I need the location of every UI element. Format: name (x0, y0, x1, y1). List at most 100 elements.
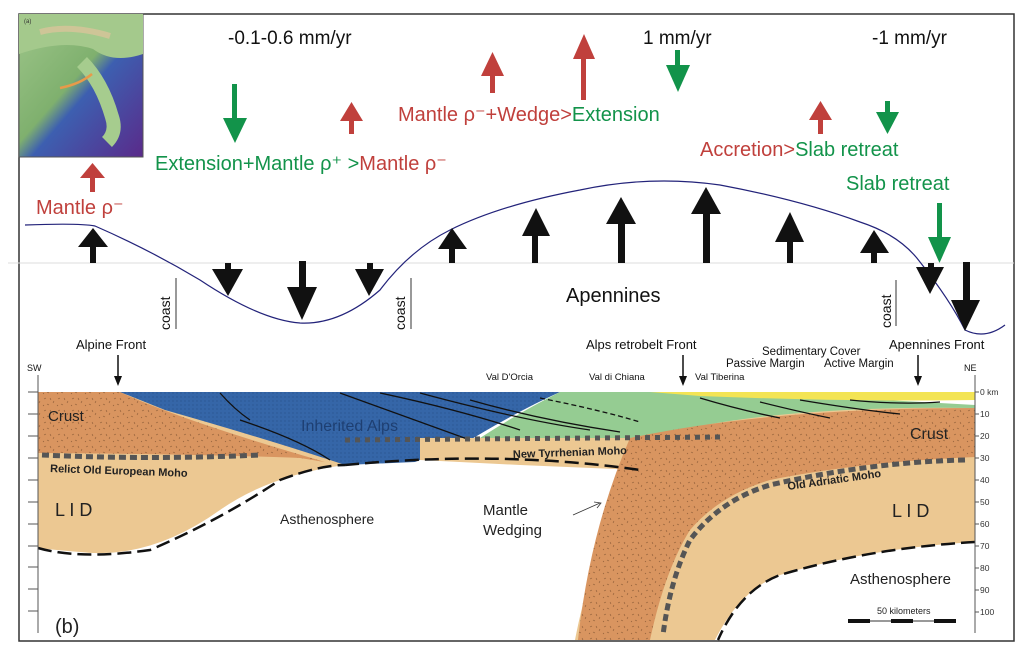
alpine-front-label: Alpine Front (76, 337, 146, 352)
depth-tick-label: 90 (980, 585, 990, 595)
valley-label: Val Tiberina (695, 372, 745, 383)
apennines-front-label: Apennines Front (889, 337, 985, 352)
black-down-arrow (287, 261, 317, 320)
sedimentary-cover-label: Sedimentary Cover (762, 346, 861, 358)
depth-tick-label: 50 (980, 497, 990, 507)
coast-marker-3: coast (878, 280, 897, 328)
crust-right (578, 408, 975, 640)
label-mantle-wedge: Mantle ρ⁻+Wedge>Extension (398, 104, 660, 126)
right-depth-axis: 0 km 10 20 30 40 50 60 70 80 90 100 (974, 375, 998, 633)
black-down-arrow (355, 263, 384, 296)
label-extension-part2: Mantle ρ⁻ (359, 153, 447, 175)
alpine-front-marker: Alpine Front (76, 337, 146, 386)
black-down-arrow (916, 263, 944, 294)
red-up-arrow-mantle-left (80, 163, 105, 192)
red-up-arrow-extension (340, 102, 363, 134)
depth-tick-label: 10 (980, 409, 990, 419)
lid-base-dashed (344, 457, 641, 472)
black-up-arrow (775, 212, 804, 263)
label-accretion: Accretion>Slab retreat (700, 139, 899, 161)
label-accretion-part2: Slab retreat (795, 139, 899, 161)
lid-base-right-dashed (716, 540, 976, 641)
black-up-arrow (606, 197, 636, 263)
green-down-arrow-wedge (666, 50, 690, 92)
passive-margin-label: Passive Margin (726, 358, 805, 370)
green-down-arrow-slab-retreat (928, 203, 951, 263)
topography-profile (24, 180, 1006, 335)
lid-left-label: L I D (55, 500, 92, 520)
profile-trace (59, 73, 93, 90)
old-adriatic-moho-line (660, 457, 966, 636)
black-up-arrow (691, 187, 721, 263)
depth-tick-label: 100 (980, 607, 994, 617)
label-extension-part1: Extension+Mantle ρ⁺ > (155, 153, 359, 175)
label-wedge-part2: Extension (572, 104, 660, 126)
inset-map: (a) (18, 13, 144, 158)
rate-left: -0.1-0.6 mm/yr (228, 28, 352, 49)
accretionary-wedge (480, 392, 975, 438)
scale-bar-label: 50 kilometers (877, 606, 931, 616)
black-up-arrow (438, 228, 467, 263)
red-up-arrow-accretion (809, 101, 832, 134)
depth-tick-label: 60 (980, 519, 990, 529)
rate-right: -1 mm/yr (872, 28, 948, 49)
coast-label: coast (392, 296, 408, 330)
orientation-sw: SW (27, 363, 42, 373)
thrust-faults (219, 392, 941, 461)
depth-tick-label: 80 (980, 563, 990, 573)
mantle-wedging-label-2: Wedging (483, 522, 542, 539)
relict-european-moho-line (41, 452, 261, 460)
valley-label: Val di Chiana (589, 372, 646, 383)
crust-left (38, 392, 325, 462)
crust-left-label: Crust (48, 408, 85, 425)
valley-label: Val D'Orcia (486, 372, 534, 383)
label-mantle-left: Mantle ρ⁻ (36, 197, 124, 219)
apennines-front-marker: Apennines Front (889, 337, 985, 386)
sedimentary-cover (650, 392, 975, 401)
label-extension-mantle: Extension+Mantle ρ⁺ >Mantle ρ⁻ (155, 153, 447, 175)
black-up-arrow (78, 228, 108, 263)
asthenosphere-left-label: Asthenosphere (280, 511, 374, 527)
lid-base-left-dashed (37, 463, 346, 556)
mantle-wedging-label-1: Mantle (483, 502, 528, 519)
depth-tick-label: 0 km (980, 387, 998, 397)
black-up-arrow (860, 230, 889, 263)
black-down-arrow (951, 262, 980, 331)
lid-right-label: L I D (892, 501, 929, 521)
rate-center: 1 mm/yr (643, 28, 712, 49)
coast-marker-2: coast (392, 278, 412, 330)
label-wedge-part1: Mantle ρ⁻+Wedge> (398, 104, 572, 126)
depth-tick-label: 20 (980, 431, 990, 441)
black-down-arrow (212, 263, 243, 296)
apennines-label: Apennines (566, 285, 661, 307)
red-up-arrow-wedge-large (573, 34, 595, 100)
depth-tick-label: 40 (980, 475, 990, 485)
coast-label: coast (878, 294, 894, 328)
coast-marker-1: coast (157, 278, 177, 330)
relict-european-moho-label: Relict Old European Moho (50, 463, 188, 480)
black-up-arrow (522, 208, 550, 263)
scale-bar: 50 kilometers (848, 606, 956, 623)
label-slab-retreat: Slab retreat (846, 173, 950, 195)
panel-label: (b) (55, 616, 79, 638)
new-tyrrhenian-moho-line (344, 434, 721, 443)
alps-retrobelt-front-label: Alps retrobelt Front (586, 337, 697, 352)
depth-tick-label: 30 (980, 453, 990, 463)
alps-retrobelt-front-marker: Alps retrobelt Front (586, 337, 697, 386)
active-margin-label: Active Margin (824, 358, 894, 370)
new-tyrrhenian-moho-label: New Tyrrhenian Moho (513, 445, 628, 461)
orientation-ne: NE (964, 363, 977, 373)
depth-tick-label: 70 (980, 541, 990, 551)
crust-right-label: Crust (910, 426, 949, 443)
coast-label: coast (157, 296, 173, 330)
mantle-wedging-arrow (572, 501, 602, 516)
green-down-arrow-accretion (876, 101, 899, 134)
left-depth-axis (28, 375, 39, 633)
inherited-alps-label: Inherited Alps (301, 418, 398, 435)
label-accretion-part1: Accretion> (700, 139, 795, 161)
inset-label: (a) (24, 19, 31, 25)
asthenosphere-right-label: Asthenosphere (850, 571, 951, 588)
green-down-arrow-extension (223, 84, 247, 143)
red-up-arrow-wedge-small (481, 52, 504, 93)
